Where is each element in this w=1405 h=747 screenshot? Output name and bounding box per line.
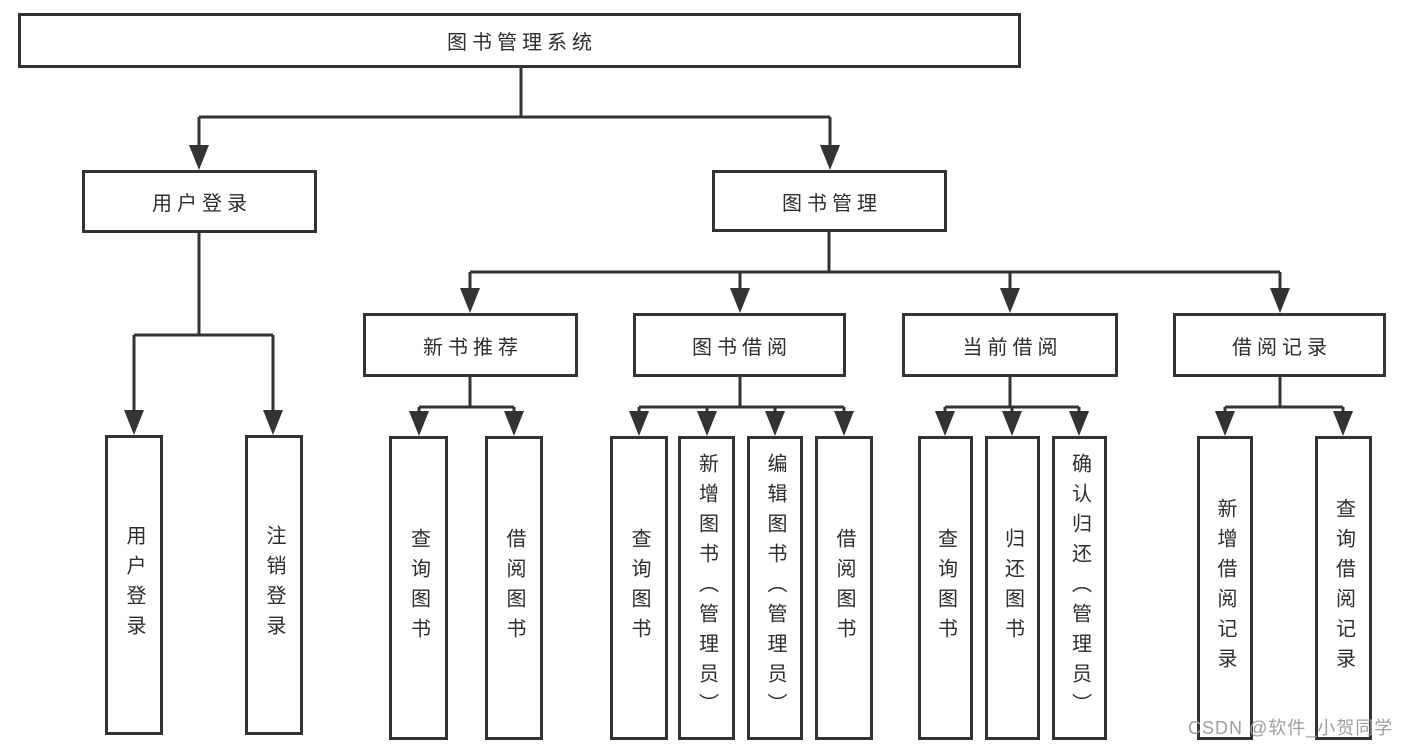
node-current-borrow: 当前借阅 — [902, 313, 1118, 377]
node-current-borrow-label: 当前借阅 — [962, 336, 1063, 359]
leaf-query-books-2: 查询图书 — [610, 436, 668, 740]
leaf-query-books-1: 查询图书 — [389, 436, 448, 740]
leaf-query-borrow-record: 查询借阅记录 — [1315, 436, 1372, 740]
leaf-confirm-return-admin: 确认归还（管理员） — [1052, 436, 1107, 740]
leaf-confirm-return-admin-label: 确认归还（管理员） — [1068, 453, 1091, 723]
csdn-watermark: CSDN @软件_小贺同学 — [1188, 718, 1394, 738]
node-book-management: 图书管理 — [712, 170, 947, 232]
leaf-query-books-3-label: 查询图书 — [934, 528, 957, 648]
node-borrow-records: 借阅记录 — [1173, 313, 1386, 377]
leaf-logout-label: 注销登录 — [263, 525, 285, 645]
leaf-add-borrow-record-label: 新增借阅记录 — [1214, 498, 1236, 678]
leaf-user-login: 用户登录 — [105, 435, 163, 735]
node-book-management-label: 图书管理 — [782, 192, 882, 215]
node-book-borrow: 图书借阅 — [633, 313, 846, 377]
leaf-query-books-3: 查询图书 — [918, 436, 973, 740]
node-user-login: 用户登录 — [82, 170, 317, 233]
leaf-query-borrow-record-label: 查询借阅记录 — [1332, 498, 1355, 678]
leaf-edit-book-admin-label: 编辑图书（管理员） — [764, 453, 786, 723]
leaf-return-books: 归还图书 — [985, 436, 1040, 740]
node-root-label: 图书管理系统 — [447, 32, 597, 54]
leaf-borrow-books-2-label: 借阅图书 — [833, 528, 855, 648]
leaf-logout: 注销登录 — [245, 435, 303, 735]
leaf-borrow-books-2: 借阅图书 — [815, 436, 873, 740]
node-borrow-records-label: 借阅记录 — [1232, 336, 1332, 359]
leaf-add-book-admin-label: 新增图书（管理员） — [695, 453, 718, 723]
node-new-book-recommend: 新书推荐 — [363, 313, 578, 377]
leaf-query-books-2-label: 查询图书 — [628, 528, 650, 648]
node-user-login-label: 用户登录 — [152, 193, 252, 215]
node-book-borrow-label: 图书借阅 — [692, 336, 792, 359]
leaf-borrow-books-1-label: 借阅图书 — [503, 528, 525, 648]
leaf-borrow-books-1: 借阅图书 — [485, 436, 543, 740]
leaf-user-login-label: 用户登录 — [123, 525, 145, 645]
leaf-query-books-1-label: 查询图书 — [407, 528, 430, 648]
trunk-wires — [134, 68, 1343, 409]
node-new-book-recommend-label: 新书推荐 — [423, 336, 523, 359]
leaf-edit-book-admin: 编辑图书（管理员） — [747, 436, 803, 740]
leaf-add-book-admin: 新增图书（管理员） — [678, 436, 735, 740]
node-root: 图书管理系统 — [18, 13, 1021, 68]
leaf-return-books-label: 归还图书 — [1001, 528, 1024, 648]
leaf-add-borrow-record: 新增借阅记录 — [1197, 436, 1253, 740]
